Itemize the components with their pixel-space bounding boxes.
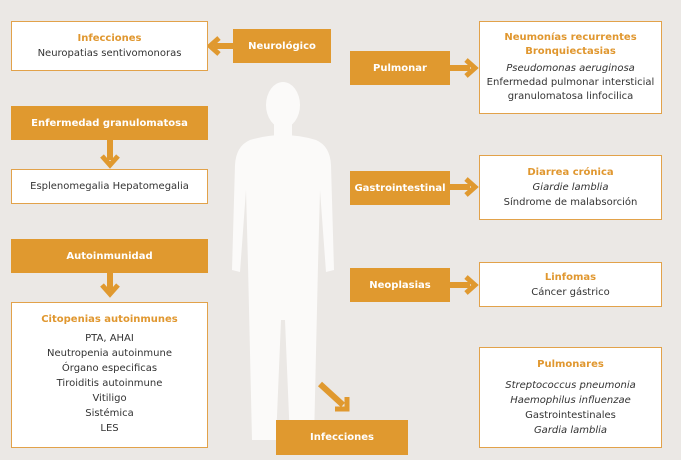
neo-box: Linfomas Cáncer gástrico: [479, 262, 662, 307]
neo-title: Linfomas: [544, 271, 597, 283]
auto-line: Sistémica: [85, 408, 134, 419]
infec-box: Pulmonares Streptococcus pneumonia Haemo…: [479, 347, 662, 448]
granulo-category: Enfermedad granulomatosa: [11, 106, 208, 140]
pulmonar-box: Neumonías recurrentes Bronquiectasias Ps…: [479, 21, 662, 114]
gastro-italic: Giardie lamblia: [532, 182, 609, 193]
arrow-infec: [317, 381, 346, 408]
infec-title: Pulmonares: [537, 359, 604, 370]
neuro-title: Infecciones: [77, 33, 142, 44]
infec-line: Gastrointestinales: [525, 410, 616, 421]
neo-category: Neoplasias: [350, 268, 450, 302]
auto-line: PTA, AHAI: [85, 333, 134, 344]
neuro-category: Neurológico: [233, 29, 331, 63]
infec-category: Infecciones: [276, 420, 408, 455]
pulmonar-line: Enfermedad pulmonar intersticial: [486, 77, 655, 88]
auto-line: Vitiligo: [92, 393, 127, 404]
arrows: [107, 43, 470, 408]
pulmonar-category: Pulmonar: [350, 51, 450, 85]
pulmonar-title: Neumonías recurrentes: [504, 32, 637, 43]
gastro-box: Diarrea crónica Giardie lamblia Síndrome…: [479, 155, 662, 220]
body-silhouette: [232, 82, 334, 440]
auto-category: Autoinmunidad: [11, 239, 208, 273]
pulmonar-title: Bronquiectasias: [525, 46, 616, 57]
pulmonar-italic: Pseudomonas aeruginosa: [506, 63, 635, 74]
auto-box: Citopenias autoinmunes PTA, AHAI Neutrop…: [11, 302, 208, 448]
neuro-line: Neuropatias sentivomonoras: [37, 48, 182, 59]
auto-line: LES: [100, 423, 119, 434]
neuro-box: Infecciones Neuropatias sentivomonoras: [11, 21, 208, 71]
auto-title: Citopenias autoinmunes: [41, 314, 178, 325]
infec-line: Haemophilus influenzae: [510, 395, 631, 406]
pulmonar-line: granulomatosa linfocilica: [507, 91, 634, 102]
auto-line: Órgano especificas: [61, 363, 158, 374]
gastro-title: Diarrea crónica: [527, 167, 614, 178]
gastro-line: Síndrome de malabsorción: [503, 197, 638, 208]
granulo-box: Esplenomegalia Hepatomegalia: [11, 169, 208, 204]
auto-line: Tiroiditis autoinmune: [56, 378, 163, 389]
infec-line: Gardia lamblia: [533, 425, 608, 436]
auto-line: Neutropenia autoinmune: [46, 348, 172, 359]
granulo-line: Esplenomegalia Hepatomegalia: [30, 181, 189, 192]
neo-line: Cáncer gástrico: [531, 286, 610, 298]
infec-line: Streptococcus pneumonia: [505, 380, 636, 391]
gastro-category: Gastrointestinal: [350, 171, 450, 205]
